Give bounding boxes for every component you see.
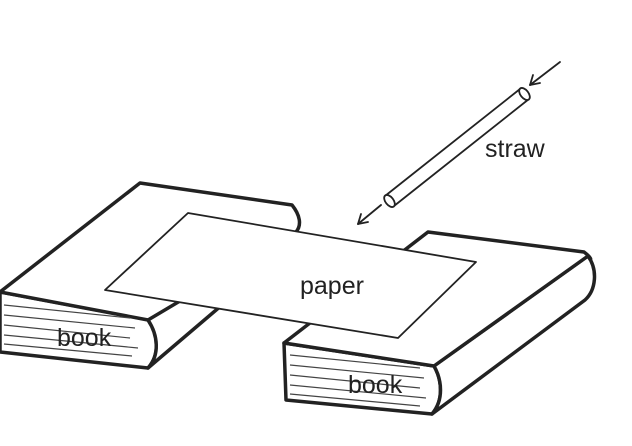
left-book-label: book xyxy=(57,324,112,352)
paper-label: paper xyxy=(300,272,364,300)
straw-end xyxy=(518,87,531,101)
straw-mouth xyxy=(383,194,396,208)
right-book-pages xyxy=(289,354,427,407)
right-book-spine xyxy=(430,254,597,416)
left-book-pages xyxy=(3,304,139,357)
straw: straw xyxy=(383,87,546,208)
airflow-arrow-out xyxy=(357,204,382,225)
right-book-label: book xyxy=(348,371,403,399)
straw-label: straw xyxy=(485,135,546,163)
paper-sheet: paper xyxy=(104,212,477,339)
airflow-arrow-in xyxy=(529,61,561,86)
paper-outline xyxy=(104,212,477,339)
